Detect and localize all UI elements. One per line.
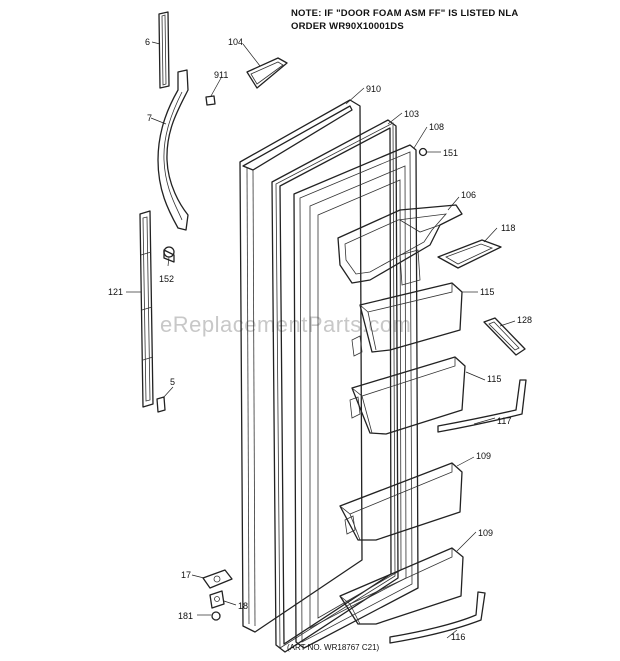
callout-104: 104 xyxy=(228,37,243,47)
screw-151 xyxy=(418,147,428,157)
callout-18: 18 xyxy=(238,601,248,611)
washer-181 xyxy=(211,611,221,621)
cap-104 xyxy=(246,57,288,89)
callout-151: 151 xyxy=(443,148,458,158)
tray-118 xyxy=(437,239,502,269)
bin-rail-117 xyxy=(437,379,527,433)
callout-181: 181 xyxy=(178,611,193,621)
note-line-2: ORDER WR90X10001DS xyxy=(291,21,404,32)
callout-117: 117 xyxy=(497,416,511,426)
clip-5 xyxy=(156,396,166,413)
callout-121: 121 xyxy=(108,287,123,297)
door-gasket-103 xyxy=(271,119,399,653)
callout-152: 152 xyxy=(159,274,174,284)
hinge-17 xyxy=(202,569,233,589)
door-bin-115-upper xyxy=(351,282,463,357)
callout-118: 118 xyxy=(501,223,515,233)
part-128 xyxy=(483,317,526,356)
callout-7: 7 xyxy=(147,113,152,123)
door-bin-109-upper xyxy=(339,462,463,541)
art-number: (ART NO. WR18767 C21) xyxy=(287,643,380,652)
callout-910: 910 xyxy=(366,84,381,94)
callout-911: 911 xyxy=(214,70,228,80)
callout-128: 128 xyxy=(517,315,532,325)
callout-103: 103 xyxy=(404,109,419,119)
door-bin-109-lower xyxy=(339,547,464,625)
handle-trim-121 xyxy=(139,210,154,408)
note-line-1: NOTE: IF "DOOR FOAM ASM FF" IS LISTED NL… xyxy=(291,8,519,19)
door-bin-115-lower xyxy=(349,356,466,435)
bin-rail-116 xyxy=(389,591,486,644)
callout-17: 17 xyxy=(181,570,191,580)
callout-115-lower: 115 xyxy=(487,374,501,384)
hinge-screw-18 xyxy=(209,590,225,609)
callout-116: 116 xyxy=(451,632,465,642)
callout-108: 108 xyxy=(429,122,444,132)
callout-106: 106 xyxy=(461,190,476,200)
callout-5: 5 xyxy=(170,377,175,387)
dispenser-cover-106 xyxy=(337,204,463,286)
callout-109-lower: 109 xyxy=(478,528,493,538)
callout-115-upper: 115 xyxy=(480,287,494,297)
leader-lines xyxy=(126,41,516,639)
plug-911 xyxy=(205,95,216,106)
handle-trim-6 xyxy=(158,11,170,89)
door-handle-7 xyxy=(157,69,189,231)
callout-109-upper: 109 xyxy=(476,451,491,461)
callout-6: 6 xyxy=(145,37,150,47)
